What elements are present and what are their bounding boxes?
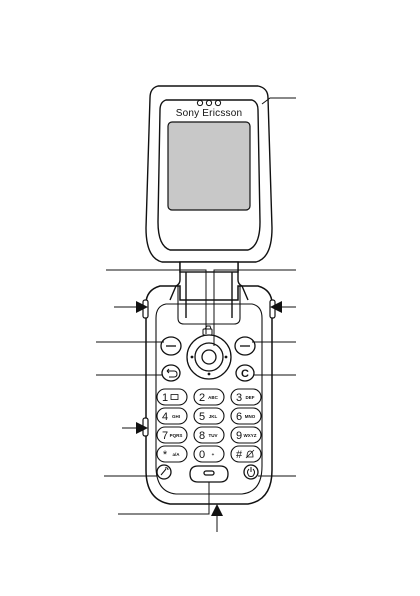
brand-logo: Sony Ericsson [176,108,243,119]
key-1[interactable]: 1 [156,388,188,406]
key-shell [230,426,262,444]
display-bezel [157,99,261,251]
key-digit: 8 [199,430,205,442]
key-shell [156,407,188,425]
end-key[interactable] [243,464,259,480]
key-0[interactable]: 0+ [193,445,225,463]
flip-outer-shell [145,85,273,263]
back-key[interactable] [161,364,181,382]
display-screen [167,121,251,211]
microphone [189,465,229,483]
key-shell [156,445,188,463]
key-digit: 3 [236,392,242,404]
clear-key-label: C [241,368,249,380]
key-shell [230,407,262,425]
key-letters: DEF [246,395,255,400]
wrench-icon [160,467,169,476]
callout-navigation [213,269,296,346]
key-digit: 4 [162,411,168,423]
arrowhead-side-lower [136,422,148,434]
key-shell [193,407,225,425]
clear-key[interactable]: C [235,364,255,382]
nav-left-dot [190,355,194,359]
key-digit: 2 [199,392,205,404]
key-shell [230,388,262,406]
back-arrow-icon [166,368,178,378]
key-letters: PQRS [170,433,183,438]
power-icon [247,467,255,477]
silent-bell-icon [245,449,255,459]
activity-menu-icon [202,325,213,336]
arrowhead-camera [270,301,282,313]
right-selection-key[interactable] [234,336,256,356]
body-inner-panel [155,303,263,495]
key-3[interactable]: 3 DEF [230,388,262,406]
key-4[interactable]: 4 GHI [156,407,188,425]
callouts [96,97,296,532]
key-shell [193,445,225,463]
key-star[interactable]: * a/A [156,445,188,463]
nav-right-dot [224,355,228,359]
navigation-key[interactable] [186,334,232,380]
key-8[interactable]: 8 TUV [193,426,225,444]
key-shell [193,426,225,444]
key-shell [156,426,188,444]
key-hash[interactable]: # [230,445,262,463]
callout-speaker [261,97,296,105]
key-letters: + [212,452,215,457]
key-letters: GHI [172,414,180,419]
key-digit: 9 [236,430,242,442]
key-5[interactable]: 5 JKL [193,407,225,425]
envelope-icon [170,394,179,400]
shortcut-key[interactable] [156,464,172,480]
hinge [169,261,249,318]
key-shell [193,388,225,406]
key-letters: a/A [172,452,180,457]
center-select-key[interactable] [201,349,217,365]
key-digit: 0 [199,449,205,461]
key-digit: # [236,449,243,461]
key-shell [156,388,188,406]
flip-top [145,85,273,263]
key-letters: WXYZ [244,433,257,438]
key-letters: MNO [245,414,256,419]
callout-microphone [118,482,210,515]
key-letters: TUV [209,433,218,438]
key-letters: JKL [209,414,218,419]
arrowhead-connector [211,504,223,516]
key-digit: 1 [162,392,168,404]
nav-down-dot [207,372,211,376]
key-digit: 6 [236,411,242,423]
arrowheads [136,301,282,516]
key-letters: ABC [208,395,218,400]
key-digit: * [163,449,168,461]
callout-activity-key [106,269,207,334]
earpiece-speaker [196,99,222,107]
arrowhead-volume [136,301,148,313]
key-digit: 7 [162,430,168,442]
key-digit: 5 [199,411,205,423]
left-selection-key[interactable] [160,336,182,356]
